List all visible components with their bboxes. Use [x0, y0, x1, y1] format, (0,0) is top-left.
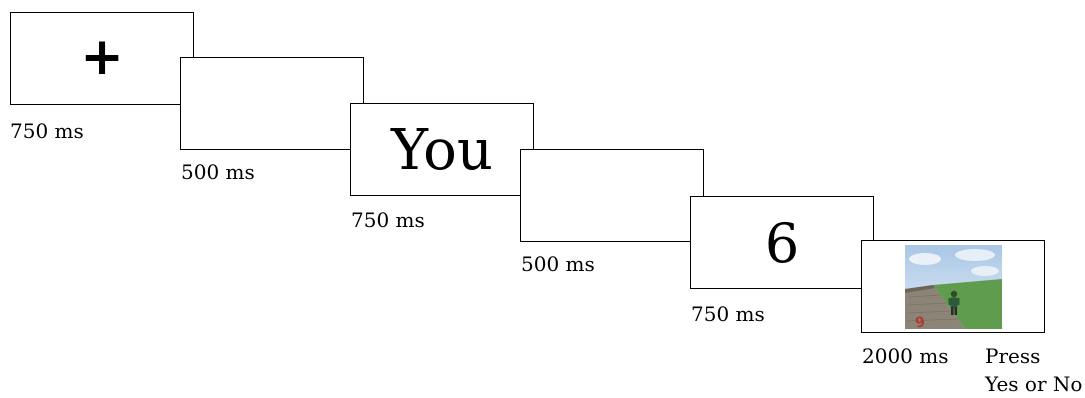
response-line-2: Yes or No	[985, 372, 1083, 396]
fixation-cross: +	[80, 26, 124, 87]
frame-scene: 9	[861, 240, 1045, 333]
duration-label: 750 ms	[351, 208, 425, 232]
frame-blank-2	[520, 149, 704, 242]
response-instruction: Press Yes or No	[985, 342, 1082, 398]
svg-text:9: 9	[913, 313, 926, 328]
number-stimulus: 6	[764, 211, 800, 275]
frame-number: 6	[690, 196, 874, 289]
frame-word: You	[350, 103, 534, 196]
word-stimulus: You	[391, 117, 493, 183]
avatar-scene-image: 9	[904, 244, 1002, 329]
frame-fixation: +	[10, 12, 194, 105]
frame-blank-1	[180, 57, 364, 150]
duration-label: 2000 ms	[862, 344, 949, 368]
duration-label: 750 ms	[691, 302, 765, 326]
duration-label: 500 ms	[181, 160, 255, 184]
duration-label: 750 ms	[10, 119, 84, 143]
response-line-1: Press	[985, 344, 1041, 368]
duration-label: 500 ms	[521, 252, 595, 276]
